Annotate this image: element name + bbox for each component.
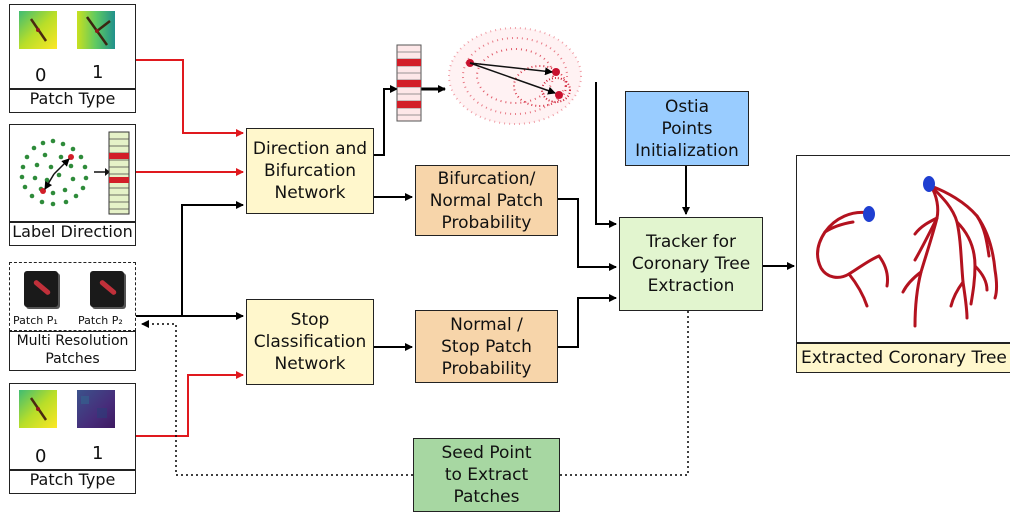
arrow-stop-tracker	[558, 294, 617, 348]
patch-type-label-0: 0	[35, 65, 47, 86]
seed-point-box: Seed Point to Extract Patches	[413, 438, 560, 512]
patch-type-panel-top: 0 1	[9, 4, 136, 89]
dotted-tracker-seed	[560, 311, 689, 476]
direction-bifurcation-network-box: Direction and Bifurcation Network	[246, 128, 374, 214]
patch-type-stop-image	[77, 390, 115, 428]
patch-type-caption-top: Patch Type	[9, 89, 136, 113]
patch-type-bottom-label-1: 1	[92, 443, 104, 464]
patch-p1-cube	[24, 271, 58, 307]
arrow-patches-direction	[136, 201, 244, 317]
patch-type-panel-bottom: 0 1	[9, 383, 136, 470]
extracted-tree-panel	[796, 155, 1010, 343]
arrow-sphere-tracker	[595, 82, 617, 228]
extracted-tree-caption: Extracted Coronary Tree	[796, 343, 1010, 373]
arrow-patchtype-bottom	[136, 371, 244, 437]
ostia-initialization-box: Ostia Points Initialization	[625, 91, 749, 166]
direction-sphere	[448, 27, 582, 125]
multi-resolution-patches-panel: Patch P₁ Patch P₂	[9, 262, 136, 331]
direction-vector-column	[396, 44, 422, 122]
coronary-tree-image	[816, 176, 998, 328]
patch-type-1-image	[77, 11, 115, 49]
patch-type-0-image	[19, 11, 57, 49]
patch-type-label-1: 1	[92, 62, 104, 83]
stop-classification-network-box: Stop Classification Network	[246, 299, 374, 385]
patch-p1-label: Patch P₁	[13, 314, 58, 327]
label-direction-caption: Label Direction	[9, 222, 136, 246]
bifurcation-probability-box: Bifurcation/ Normal Patch Probability	[415, 165, 558, 236]
arrow-direction-vector	[374, 85, 398, 156]
arrow-patchtype-top	[136, 59, 244, 137]
dotted-seed-patches	[141, 320, 413, 476]
label-direction-vector	[108, 131, 130, 215]
arrow-bifurcation-tracker	[558, 198, 617, 271]
label-direction-arrow	[94, 168, 110, 176]
label-direction-panel	[9, 124, 136, 222]
patch-type-caption-bottom: Patch Type	[9, 470, 136, 494]
label-direction-point-cloud	[19, 138, 89, 207]
tracker-box: Tracker for Coronary Tree Extraction	[619, 217, 763, 311]
patch-p2-cube	[90, 271, 124, 307]
patch-type-0-image-bottom	[19, 390, 57, 428]
multi-resolution-caption: Multi Resolution Patches	[9, 331, 136, 371]
stop-probability-box: Normal / Stop Patch Probability	[415, 310, 558, 383]
patch-type-bottom-label-0: 0	[35, 446, 47, 467]
patch-p2-label: Patch P₂	[78, 314, 123, 327]
